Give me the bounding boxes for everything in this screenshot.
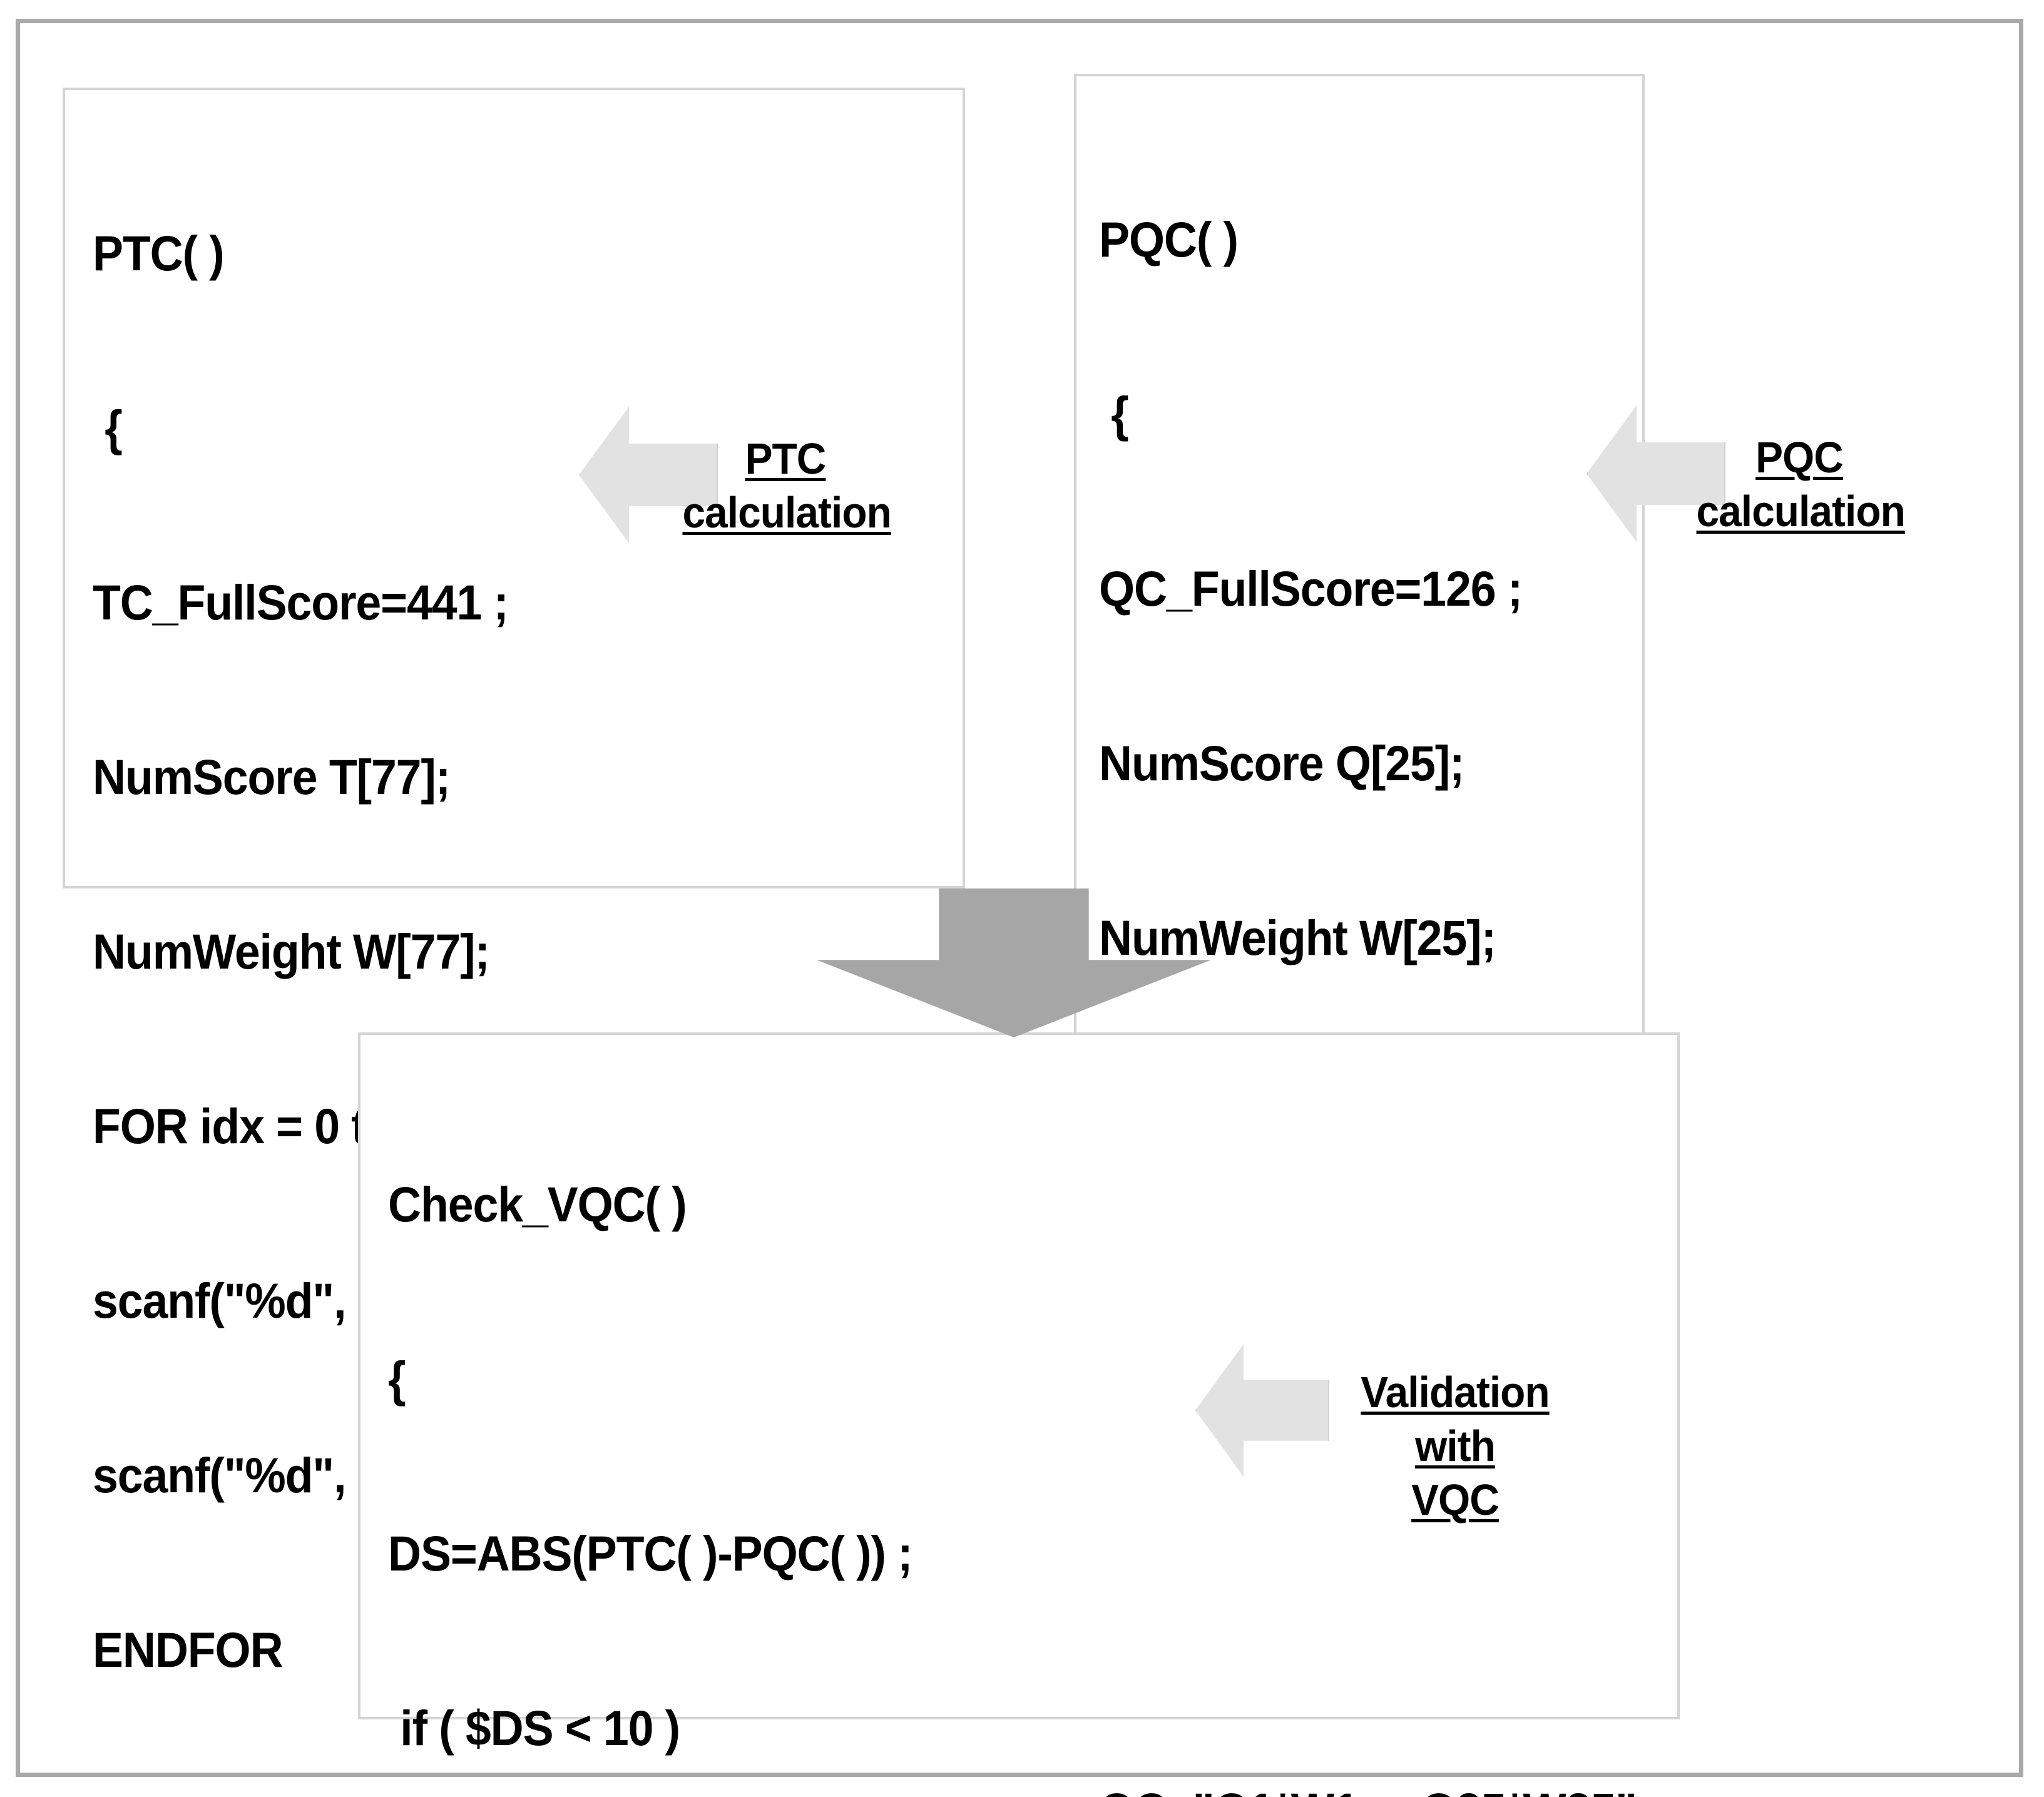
vqc-code-block: Check_VQC( ) { DS=ABS(PTC( )-PQC( )) ; i… <box>388 1059 1090 1797</box>
code-line: if ( $DS < 10 ) <box>388 1700 680 1756</box>
code-line: NumWeight W[25]; <box>1099 910 1496 965</box>
code-line: PQC( ) <box>1099 211 1239 267</box>
code-line: PTC( ) <box>93 225 225 281</box>
ptc-function-box: PTC( ) { TC_FullScore=441 ; NumScore T[7… <box>63 88 965 1797</box>
ptc-code-block: PTC( ) { TC_FullScore=441 ; NumScore T[7… <box>93 108 684 1797</box>
code-line: { <box>93 400 123 456</box>
label-line: Validation with <box>1361 1368 1550 1470</box>
pqc-function-box: PQC( ) { QC_FullScore=126 ; NumScore Q[2… <box>1074 74 1664 1797</box>
validation-with-vqc-label: Validation with VQC <box>1317 1365 1593 1527</box>
ptc-calculation-label: PTC calculation <box>682 432 892 539</box>
code-line: TC_FullScore=441 ; <box>93 574 509 630</box>
label-line: VQC <box>1411 1475 1500 1524</box>
code-line: NumWeight W[77]; <box>93 924 490 979</box>
label-line: PTC <box>745 434 827 483</box>
code-line: NumScore T[77]; <box>93 749 451 805</box>
code-line: NumScore Q[25]; <box>1099 735 1465 791</box>
code-line: { <box>1099 386 1129 442</box>
code-line: Check_VQC( ) <box>388 1176 687 1232</box>
label-line: PQC <box>1755 433 1844 482</box>
label-line: calculation <box>682 488 892 537</box>
vqc-function-box: Check_VQC( ) { DS=ABS(PTC( )-PQC( )) ; i… <box>358 1032 1680 1756</box>
code-line: QC="Q1*W1 + Q25*W25" ; <box>1099 1781 1713 1797</box>
pqc-calculation-label: PQC calculation <box>1696 430 1906 538</box>
code-line: ENDFOR <box>93 1622 284 1677</box>
label-line: calculation <box>1696 487 1906 536</box>
code-line: { <box>388 1351 406 1407</box>
code-line: DS=ABS(PTC( )-PQC( )) ; <box>388 1525 913 1581</box>
code-line: QC_FullScore=126 ; <box>1099 561 1523 616</box>
